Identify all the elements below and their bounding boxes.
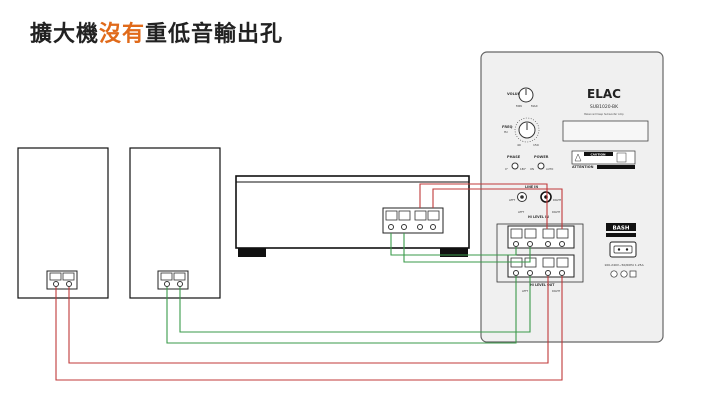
line-in-left-label: LEFT <box>509 198 516 202</box>
green-wire <box>390 233 517 256</box>
page-title: 擴大機沒有重低音輸出孔 <box>30 16 283 48</box>
freq-max-label: 150 <box>533 143 539 147</box>
hi-level-in-left-label: LEFT <box>518 210 525 214</box>
line-in-right-label: RIGHT <box>553 198 562 202</box>
power-label: POWER <box>534 155 549 159</box>
voltage-label: 100-240V~50/60Hz 1.25A <box>604 263 644 267</box>
bash-logo-box <box>606 223 636 231</box>
amplifier-foot-left <box>238 248 266 257</box>
title-suffix: 重低音輸出孔 <box>145 22 284 47</box>
line-in-label: LINE IN <box>525 185 538 189</box>
cert-icon <box>610 270 618 278</box>
phase-0-label: 0° <box>505 167 509 171</box>
bash-logo: BASH <box>612 226 629 232</box>
brand-logo: ELAC <box>587 87 621 101</box>
serial-plate <box>562 120 649 142</box>
red-wire <box>419 183 548 229</box>
right-speaker-terminal <box>157 270 189 290</box>
phase-switch[interactable] <box>511 162 519 170</box>
amplifier-speaker-terminal <box>382 207 444 234</box>
sub-to-speaker-wires <box>55 276 563 381</box>
model-label: SUB1020-BK <box>590 104 619 110</box>
green-wire <box>179 276 531 333</box>
hi-level-out-right-label: RIGHT <box>552 289 561 293</box>
volume-label: VOLUME <box>507 92 524 96</box>
volume-min-label: MIN <box>516 104 522 108</box>
right-speaker <box>129 147 221 299</box>
ce-icon <box>629 270 637 278</box>
freq-label: FREQ <box>502 125 512 129</box>
power-switch[interactable] <box>537 162 545 170</box>
amplifier <box>235 175 470 257</box>
green-wire <box>166 276 517 344</box>
phase-180-label: 180° <box>520 167 527 171</box>
hi-level-in-right-label: RIGHT <box>552 210 561 214</box>
volume-max-label: MAX <box>531 104 538 108</box>
subwoofer-panel: ELAC SUB1020-BK Balanced Deep Subwoofer … <box>480 51 664 343</box>
hi-level-in-label: HI LEVEL IN <box>528 215 549 219</box>
left-speaker-terminal <box>46 270 78 290</box>
red-wire <box>432 188 563 229</box>
green-wire <box>403 233 531 263</box>
caution-label: CAUTION <box>590 152 606 156</box>
freq-unit-label: Hz <box>504 130 508 134</box>
red-wire <box>68 276 549 364</box>
power-on-label: ON <box>530 167 534 171</box>
amp-to-sub-wires <box>390 183 563 263</box>
amplifier-foot-right <box>440 248 468 257</box>
hi-level-in-terminal <box>507 225 575 249</box>
tagline-label: Balanced Deep Subwoofer Amp <box>584 112 624 116</box>
cert-icon <box>620 270 628 278</box>
attention-label: ATTENTION <box>572 165 594 169</box>
freq-min-label: 40 <box>517 143 521 147</box>
hi-level-out-terminal <box>507 254 575 278</box>
red-wire <box>55 276 563 381</box>
hi-level-out-left-label: LEFT <box>522 289 529 293</box>
left-speaker <box>17 147 109 299</box>
hi-level-out-label: HI LEVEL OUT <box>530 283 555 287</box>
phase-label: PHASE <box>507 155 521 159</box>
title-highlight: 沒有 <box>99 22 146 47</box>
title-prefix: 擴大機 <box>30 22 100 47</box>
power-auto-label: AUTO <box>546 167 553 171</box>
